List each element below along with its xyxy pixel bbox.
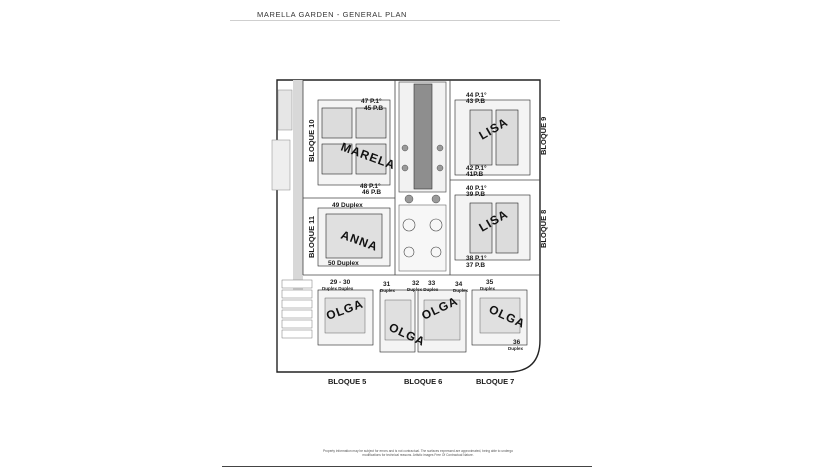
lisa-building-top (454, 99, 531, 176)
bloque-7-label: BLOQUE 7 (476, 377, 514, 386)
park-trees (401, 144, 444, 204)
unit-34-label: 34 (455, 281, 463, 288)
unit-49-label: 49 Duplex (332, 202, 363, 209)
unit-44-label: 44 P.1° (466, 91, 487, 99)
unit-50-label: 50 Duplex (328, 260, 359, 267)
disclaimer-text: Property information may be subject for … (322, 449, 514, 457)
bloque-9-label: BLOQUE 9 (539, 117, 548, 155)
left-buildings (277, 89, 293, 131)
site-boundary (276, 79, 541, 373)
garden-area (398, 204, 447, 272)
unit-29-30-type: Duplex Duplex (322, 286, 354, 291)
unit-33-label: 33 (428, 280, 436, 287)
unit-46-label: 46 P.B (362, 189, 381, 196)
unit-32-33-type: Duplex Duplex (407, 287, 439, 292)
bloque-6-label: BLOQUE 6 (404, 377, 442, 386)
unit-31-type: Duplex (380, 288, 396, 293)
unit-45-label: 45 P.B (364, 105, 383, 112)
internal-roads (302, 80, 540, 276)
unit-37-label: 37 P.B (466, 262, 485, 269)
unit-42-label: 42 P.1° (466, 164, 487, 172)
unit-43-label: 43 P.B (466, 98, 485, 105)
marela-building (317, 99, 391, 186)
pool (413, 83, 433, 190)
unit-36-type: Duplex (508, 346, 524, 351)
unit-40-label: 40 P.1° (466, 184, 487, 192)
footer-divider (222, 466, 592, 467)
unit-38-label: 38 P.1° (466, 254, 487, 262)
bloque-5-label: BLOQUE 5 (328, 377, 366, 386)
parking-spaces (281, 279, 313, 339)
bloque-11-label: BLOQUE 11 (307, 216, 316, 258)
olga-inner (324, 297, 521, 341)
header-divider (230, 20, 560, 21)
unit-36-label: 36 (513, 339, 521, 346)
bloque-10-label: BLOQUE 10 (307, 119, 316, 162)
unit-35-label: 35 (486, 279, 494, 286)
unit-41-label: 41P.B (466, 171, 484, 178)
unit-39-label: 39 P.B (466, 191, 485, 198)
plan-title: MARELLA GARDEN - GENERAL PLAN (257, 10, 408, 19)
garden-circles (402, 218, 443, 258)
unit-32-label: 32 (412, 280, 420, 287)
unit-47-label: 47 P.1° (361, 97, 382, 105)
bloque-8-label: BLOQUE 8 (539, 210, 548, 248)
unit-29-30-label: 29 - 30 (330, 279, 351, 286)
unit-34-type: Duplex (453, 288, 469, 293)
unit-31-label: 31 (383, 281, 391, 288)
anna-building (317, 207, 391, 267)
left-road (293, 80, 303, 290)
unit-35-type: Duplex (480, 286, 496, 291)
unit-48-label: 48 P.1° (360, 182, 381, 190)
left-buildings (271, 139, 291, 191)
lisa-building-mid (454, 194, 531, 261)
